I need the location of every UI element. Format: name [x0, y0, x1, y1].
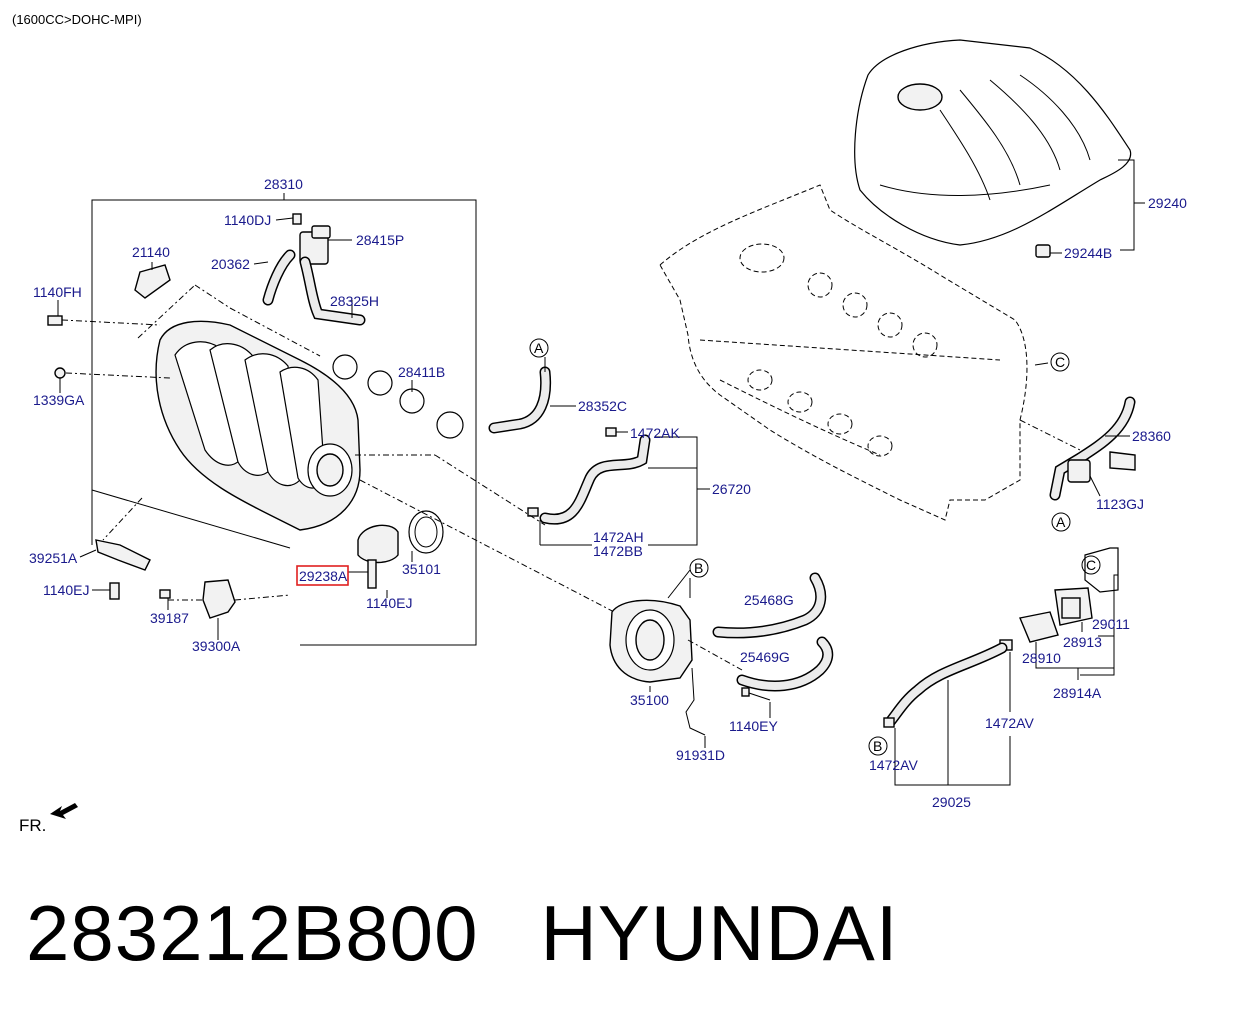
svg-text:C: C — [1086, 557, 1096, 573]
highlight-box-29238A — [296, 565, 349, 586]
label-28415P[interactable]: 28415P — [356, 232, 404, 248]
cylinder-head-illustration — [659, 184, 1081, 521]
label-1339GA[interactable]: 1339GA — [33, 392, 85, 408]
front-direction-indicator: FR. — [19, 803, 78, 835]
part-caption: 283212B800 HYUNDAI — [26, 888, 961, 979]
bolt-39187 — [159, 589, 171, 599]
housing-28360 — [1049, 396, 1136, 501]
svg-text:B: B — [694, 560, 703, 576]
bracket-39251A — [95, 539, 151, 571]
valve-28913 — [1054, 587, 1093, 626]
label-26720[interactable]: 26720 — [712, 481, 751, 497]
bolt-1140EJ-left — [109, 582, 120, 600]
label-1140EJ-left[interactable]: 1140EJ — [43, 582, 89, 598]
hose-25469G — [736, 636, 834, 692]
label-29240[interactable]: 29240 — [1148, 195, 1187, 211]
label-91931D[interactable]: 91931D — [676, 747, 725, 763]
label-29011[interactable]: 29011 — [1092, 616, 1130, 632]
leader-lines — [102, 284, 621, 616]
part-labels: 28310 1140DJ 28415P 21140 20362 1140FH 2… — [29, 176, 1187, 810]
callout-B-throttle: B — [689, 558, 709, 578]
label-leaders — [57, 159, 1145, 786]
callout-C-bracket: C — [1081, 555, 1101, 575]
fr-label: FR. — [19, 816, 46, 835]
svg-text:A: A — [534, 340, 544, 356]
svg-text:B: B — [873, 738, 882, 754]
label-35100[interactable]: 35100 — [630, 692, 669, 708]
parts-diagram: (1600CC>DOHC-MPI) — [12, 12, 1187, 835]
label-20362[interactable]: 20362 — [211, 256, 250, 272]
label-29025[interactable]: 29025 — [932, 794, 971, 810]
label-1123GJ[interactable]: 1123GJ — [1096, 496, 1144, 512]
label-1472AV-right[interactable]: 1472AV — [985, 715, 1034, 731]
bolt-1140FH — [47, 315, 161, 326]
callout-C-head: C — [1050, 352, 1070, 372]
label-1140EJ-center[interactable]: 1140EJ — [366, 595, 412, 611]
actuator-29238A — [357, 524, 399, 589]
bracket-29011 — [1084, 547, 1119, 593]
label-21140[interactable]: 21140 — [132, 244, 170, 260]
label-39251A[interactable]: 39251A — [29, 550, 78, 566]
label-1140DJ[interactable]: 1140DJ — [224, 212, 271, 228]
label-1140EY[interactable]: 1140EY — [729, 718, 778, 734]
pcv-hose-26720 — [527, 427, 651, 525]
bracket-91931D — [685, 667, 706, 736]
throttle-body-35100 — [609, 569, 693, 683]
label-29244B[interactable]: 29244B — [1064, 245, 1112, 261]
engine-spec-label: (1600CC>DOHC-MPI) — [12, 12, 142, 27]
valve-28910 — [999, 611, 1059, 651]
grommet-29244B — [1035, 244, 1051, 258]
label-1472AK[interactable]: 1472AK — [630, 425, 680, 441]
bolt-1140EY — [741, 687, 771, 701]
svg-text:C: C — [1055, 354, 1065, 370]
map-sensor-39300A — [202, 579, 236, 619]
label-28913[interactable]: 28913 — [1063, 634, 1102, 650]
label-25469G[interactable]: 25469G — [740, 649, 790, 665]
label-39300A[interactable]: 39300A — [192, 638, 241, 654]
vacuum-hose-20362 — [262, 249, 296, 306]
part-number: 283212B800 — [26, 889, 479, 977]
label-28352C[interactable]: 28352C — [578, 398, 627, 414]
callout-B-hose: B — [868, 736, 888, 756]
label-28910[interactable]: 28910 — [1022, 650, 1061, 666]
label-1472BB[interactable]: 1472BB — [593, 543, 643, 559]
gasket-28411B — [332, 354, 464, 439]
hose-25468G — [712, 572, 827, 639]
hose-28352C — [488, 366, 552, 434]
front-arrow-icon — [50, 803, 78, 819]
callout-A-right: A — [1051, 512, 1071, 532]
svg-text:A: A — [1056, 514, 1066, 530]
label-1472AV-left[interactable]: 1472AV — [869, 757, 918, 773]
label-28310[interactable]: 28310 — [264, 176, 303, 192]
intake-manifold-illustration — [155, 320, 361, 531]
gasket-35101 — [408, 510, 444, 554]
throttle-leader — [687, 639, 743, 671]
label-28360[interactable]: 28360 — [1132, 428, 1171, 444]
label-25468G[interactable]: 25468G — [744, 592, 794, 608]
label-28325H[interactable]: 28325H — [330, 293, 379, 309]
label-1472AH[interactable]: 1472AH — [593, 529, 644, 545]
engine-cover-29240 — [854, 39, 1132, 246]
label-39187[interactable]: 39187 — [150, 610, 189, 626]
label-28411B[interactable]: 28411B — [398, 364, 445, 380]
label-1140FH[interactable]: 1140FH — [33, 284, 82, 300]
hose-29025 — [883, 642, 1008, 728]
plug-21140 — [134, 264, 171, 299]
label-35101[interactable]: 35101 — [402, 561, 441, 577]
label-29238A[interactable]: 29238A — [299, 568, 348, 584]
solenoid-valve-illustration — [292, 213, 352, 265]
intake-manifold-group — [91, 199, 477, 646]
callout-A-top: A — [529, 338, 549, 358]
vacuum-hose-28325H — [299, 256, 366, 326]
label-28914A[interactable]: 28914A — [1053, 685, 1102, 701]
nut-1339GA — [54, 367, 171, 379]
brand-name: HYUNDAI — [540, 889, 899, 977]
